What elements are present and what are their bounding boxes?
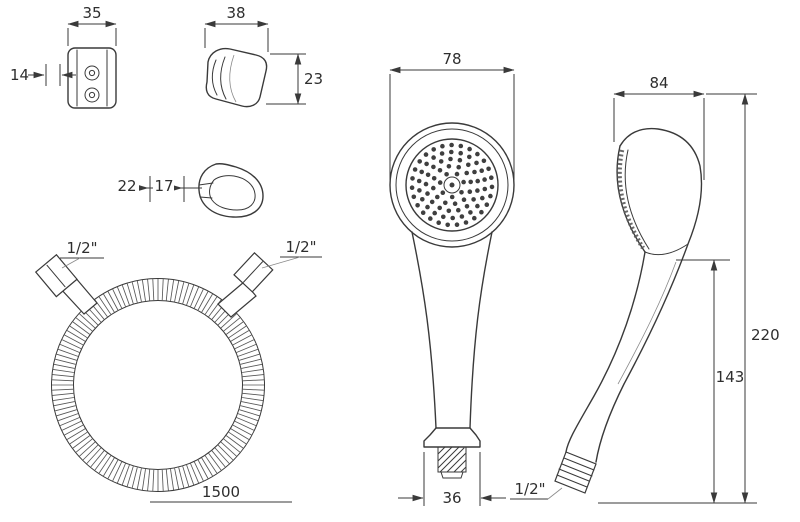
bracket-side-width-label: 38 — [226, 4, 245, 22]
outlet-cap — [440, 471, 464, 479]
hose-view — [34, 251, 274, 492]
hose-right-thread-label: 1/2" — [285, 238, 316, 256]
bracket-side-height-label: 23 — [304, 70, 323, 88]
head-outer-rim — [389, 122, 515, 248]
spray-face — [405, 138, 499, 232]
handshower-front-view — [389, 122, 515, 479]
hose-left-thread-label: 1/2" — [66, 239, 97, 257]
handshower-side-view — [554, 127, 703, 494]
hose-dimensions: 1/2" 1/2" 1500 — [60, 238, 322, 503]
bracket-side-view — [205, 47, 268, 108]
grip-height-label: 143 — [716, 368, 745, 386]
side-dimensions: 84 220 143 1/2" — [510, 74, 780, 504]
side-face-texture — [617, 149, 645, 250]
hose-length-label: 1500 — [202, 483, 240, 501]
holder-dimensions: 22 17 — [115, 176, 202, 202]
side-thread-label: 1/2" — [514, 480, 545, 498]
hose-coil-ribs — [52, 279, 264, 491]
side-head-width-label: 84 — [649, 74, 668, 92]
handle-left-edge — [411, 231, 437, 429]
total-height-label: 220 — [751, 326, 780, 344]
holder-outer-label: 22 — [117, 177, 136, 195]
outlet-collar — [423, 427, 481, 448]
outlet-width-label: 36 — [442, 489, 461, 507]
spray-nozzles — [409, 142, 495, 228]
holder-inner-label: 17 — [154, 177, 173, 195]
front-dimensions: 78 36 — [389, 50, 515, 507]
side-back-edge — [595, 127, 703, 463]
hose-right-tube — [217, 281, 257, 318]
side-front-edge — [565, 251, 646, 453]
handle-right-edge — [469, 231, 493, 429]
bracket-front-view — [67, 47, 117, 109]
head-diameter-label: 78 — [442, 50, 461, 68]
bracket-front-dimensions: 35 14 — [10, 4, 117, 86]
bracket-width-label: 35 — [82, 4, 101, 22]
bracket-depth-label: 14 — [10, 66, 29, 84]
bracket-side-dimensions: 38 23 — [204, 4, 323, 105]
side-thread — [554, 451, 597, 494]
holder-view — [198, 163, 264, 218]
